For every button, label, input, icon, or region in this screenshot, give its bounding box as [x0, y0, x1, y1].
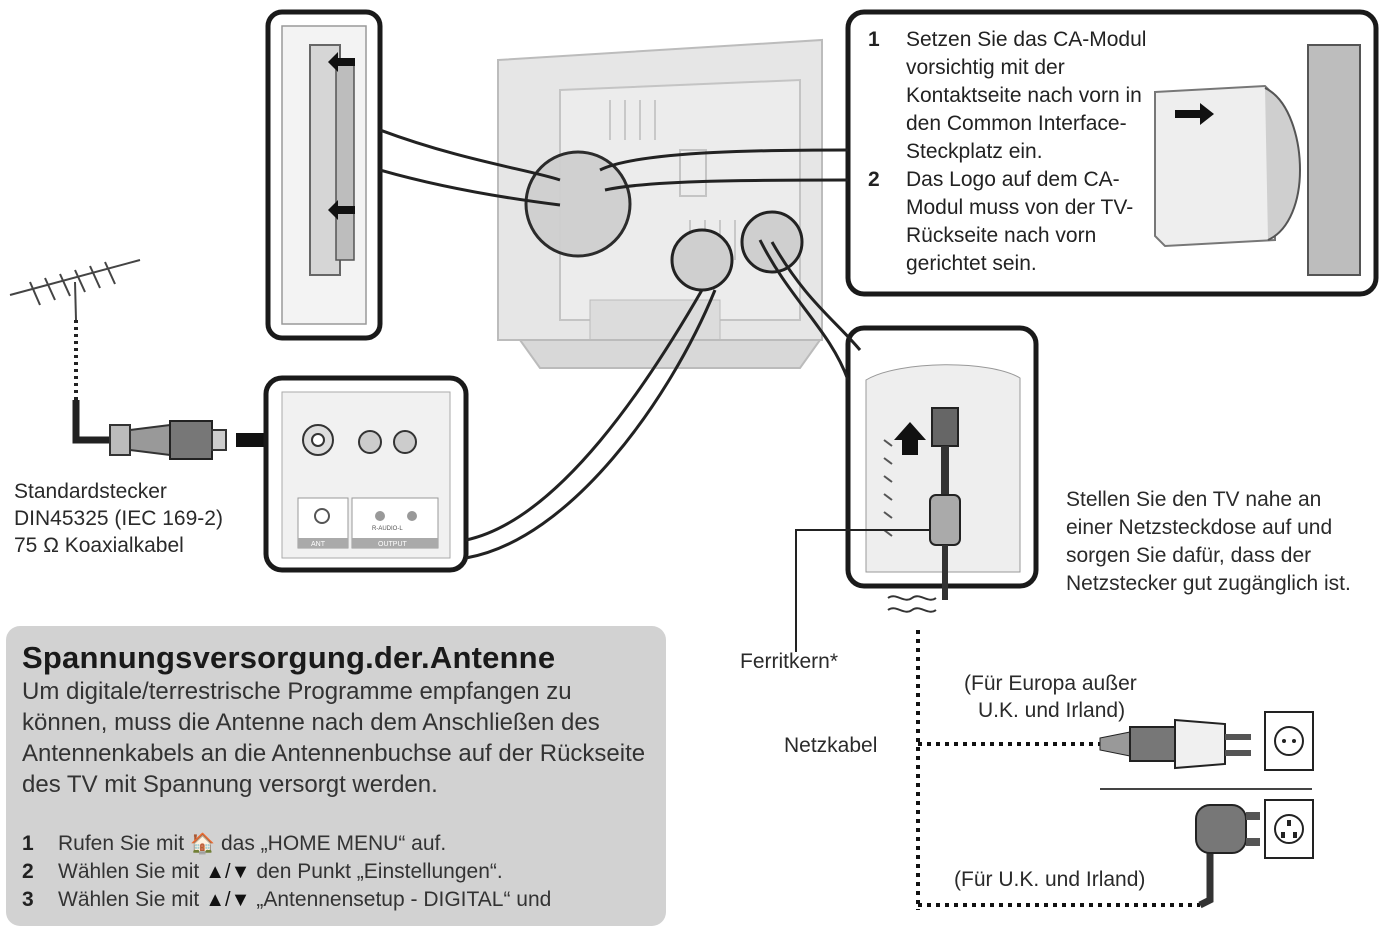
up-down-arrows-icon: ▲/▼ [205, 861, 251, 883]
plug-spec-line: DIN45325 (IEC 169-2) [14, 507, 223, 530]
step-text-after: „Antennensetup - DIGITAL“ und [256, 888, 552, 911]
step-text-after: den Punkt „Einstellungen“. [256, 860, 503, 883]
antenna-illustration [9, 259, 141, 444]
step-number: 2 [868, 168, 880, 191]
ferrite-label: Ferritkern* [740, 650, 839, 673]
ci-slot-callout [265, 9, 561, 341]
step-number: 1 [22, 832, 34, 855]
step-1: 1 Rufen Sie mit 🏠 das „HOME MENU“ auf. [22, 830, 551, 858]
step-text-before: Wählen Sie mit [58, 888, 200, 911]
antenna-plug-spec: Standardstecker DIN45325 (IEC 169-2) 75 … [14, 478, 223, 559]
step-text: Setzen Sie das CA-Modul vorsichtig mit d… [906, 28, 1147, 163]
step-text-after: das „HOME MENU“ auf. [220, 832, 447, 855]
up-down-arrows-icon: ▲/▼ [205, 889, 251, 911]
plug-spec-line: Standardstecker [14, 480, 167, 503]
power-cable-label: Netzkabel [784, 734, 878, 757]
antenna-power-body: Um digitale/terrestrische Programme empf… [22, 678, 646, 798]
step-number: 2 [22, 860, 34, 883]
uk-plug-illustration [1195, 799, 1314, 909]
cable-break-mark [887, 595, 937, 601]
ca-step-1: 1 Setzen Sie das CA-Modul vorsichtig mit… [868, 26, 1148, 166]
ant-jack-label: ANT [311, 541, 326, 548]
step-text: Das Logo auf dem CA-Modul muss von der T… [906, 168, 1134, 275]
antenna-power-panel [6, 626, 666, 926]
ca-module-instructions: 1 Setzen Sie das CA-Modul vorsichtig mit… [868, 26, 1148, 278]
ferrite-pointer-line [795, 529, 930, 652]
step-2: 2 Wählen Sie mit ▲/▼ den Punkt „Einstell… [22, 858, 551, 886]
antenna-magnifier [670, 228, 734, 292]
europe-label-line2: U.K. und Irland) [978, 699, 1126, 722]
audio-jack-label: R-AUDIO-L [372, 526, 403, 532]
step-number: 3 [22, 888, 34, 911]
step-text-before: Rufen Sie mit [58, 832, 185, 855]
uk-label: (Für U.K. und Irland) [954, 868, 1146, 891]
home-icon: 🏠 [190, 833, 215, 855]
plug-spec-line: 75 Ω Koaxialkabel [14, 534, 184, 557]
ca-step-2: 2 Das Logo auf dem CA-Modul muss von der… [868, 166, 1148, 278]
antenna-power-title: Spannungsversorgung.der.Antenne [22, 640, 556, 675]
step-text-before: Wählen Sie mit [58, 860, 200, 883]
antenna-jack-callout [263, 289, 717, 573]
ca-module-callout [599, 9, 1379, 297]
step-3: 3 Wählen Sie mit ▲/▼ „Antennensetup - DI… [22, 886, 551, 914]
power-socket-callout [758, 239, 1039, 600]
step-number: 1 [868, 28, 880, 51]
euro-plug-illustration [1099, 711, 1314, 771]
europe-label-line1: (Für Europa außer [964, 672, 1137, 695]
output-jack-label: OUTPUT [378, 541, 408, 548]
power-outlet-note: Stellen Sie den TV nahe an einer Netzste… [1066, 488, 1351, 595]
antenna-power-steps: 1 Rufen Sie mit 🏠 das „HOME MENU“ auf. 2… [22, 830, 551, 914]
